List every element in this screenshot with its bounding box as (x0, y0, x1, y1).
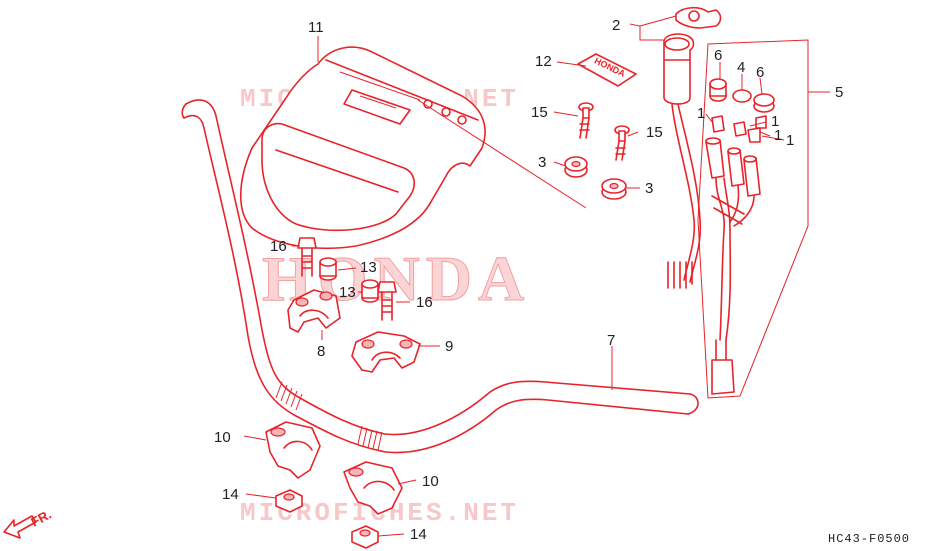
ignition-switch (639, 6, 722, 289)
lower-holder-10-right (343, 461, 403, 515)
collar-13-upper (319, 257, 337, 281)
handlebar-cover (239, 46, 587, 250)
bolt-16-left (297, 237, 317, 277)
callout-16-right: 16 (416, 294, 433, 311)
grommet-3-right (601, 178, 627, 200)
leader-lines (243, 23, 830, 537)
handlebar (181, 99, 699, 454)
callout-6-right: 6 (756, 64, 764, 81)
callout-16-left: 16 (270, 238, 287, 255)
bolt-15-right (614, 125, 630, 161)
callout-15-left: 15 (531, 104, 548, 121)
callout-1-a: 1 (697, 105, 705, 122)
wire-harness (697, 39, 809, 399)
callout-1-b: 1 (771, 113, 779, 130)
callouts: 11 12 15 15 3 3 2 6 4 6 5 1 1 1 1 16 13 … (214, 17, 843, 543)
callout-12: 12 (535, 53, 552, 70)
callout-2: 2 (612, 17, 620, 34)
callout-13-upper: 13 (360, 259, 377, 276)
callout-13-lower: 13 (339, 284, 356, 301)
callout-6-left: 6 (714, 47, 722, 64)
knurl-right (357, 425, 383, 451)
callout-10-left: 10 (214, 429, 231, 446)
callout-11: 11 (308, 19, 324, 36)
callout-9: 9 (445, 338, 453, 355)
diagram-code: HC43-F0500 (828, 532, 910, 546)
callout-7: 7 (607, 332, 615, 349)
callout-3-left: 3 (538, 154, 546, 171)
upper-holder-9 (351, 331, 421, 373)
lower-holder-10-left (265, 421, 321, 479)
knurl-left (275, 381, 303, 411)
front-label: FR. (28, 507, 54, 530)
callout-3-right: 3 (645, 180, 653, 197)
bolt-15-left (578, 102, 594, 139)
callout-14-right: 14 (410, 526, 427, 543)
grommet-3-left (564, 156, 588, 178)
bolt-16-right (377, 281, 397, 321)
nut-14-right (351, 525, 379, 549)
upper-holder-8 (287, 289, 341, 333)
callout-14-left: 14 (222, 486, 239, 503)
front-arrow: FR. (3, 507, 54, 539)
callout-1-d: 1 (786, 132, 794, 149)
callout-10-right: 10 (422, 473, 439, 490)
collar-13-lower (361, 279, 379, 303)
callout-15-right: 15 (646, 124, 663, 141)
callout-5: 5 (835, 84, 843, 101)
emblem: HONDA (577, 53, 637, 87)
callout-8: 8 (317, 343, 325, 360)
callout-4: 4 (737, 59, 745, 76)
nut-14-left (275, 489, 303, 513)
callout-1-c: 1 (774, 127, 782, 144)
